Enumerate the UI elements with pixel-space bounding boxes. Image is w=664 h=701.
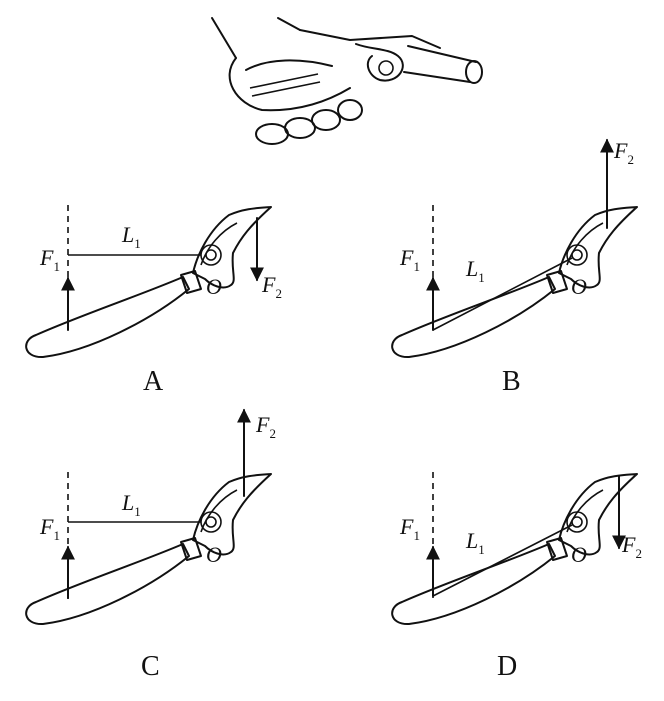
option-d-shears — [391, 473, 638, 626]
option-c-l1-label: L1 — [121, 490, 141, 519]
option-a-pivot-label: O — [206, 274, 222, 299]
option-c-f2-label: F2 — [255, 412, 276, 441]
option-d-diagram: F1 L1 O F2 D — [391, 472, 642, 682]
option-a-f1-label: F1 — [39, 245, 60, 274]
option-b-shears — [391, 206, 638, 359]
option-b-diagram: F1 L1 O F2 B — [391, 138, 638, 397]
hand-holding-shears-illustration — [211, 17, 483, 145]
option-c-shears — [25, 473, 272, 626]
option-a-f2-label: F2 — [261, 272, 282, 301]
option-b-f1-label: F1 — [399, 245, 420, 274]
option-b-l1-arm — [432, 257, 573, 331]
option-d-f1-label: F1 — [399, 514, 420, 543]
option-c-caption: C — [141, 651, 160, 682]
option-d-pivot-label: O — [571, 542, 587, 567]
option-a-caption: A — [143, 366, 164, 397]
option-c-diagram: F1 L1 O F2 C — [25, 408, 276, 682]
option-a-shears — [25, 206, 272, 359]
option-d-caption: D — [497, 651, 517, 682]
option-d-l1-label: L1 — [465, 528, 485, 557]
option-b-l1-label: L1 — [465, 256, 485, 285]
option-b-caption: B — [502, 366, 521, 397]
option-b-f2-label: F2 — [613, 138, 634, 167]
option-c-f1-label: F1 — [39, 514, 60, 543]
option-a-diagram: F1 L1 O F2 A — [25, 205, 282, 397]
option-c-pivot-label: O — [206, 542, 222, 567]
option-b-pivot-label: O — [571, 274, 587, 299]
option-d-f2-label: F2 — [621, 532, 642, 561]
option-a-l1-label: L1 — [121, 222, 141, 251]
option-d-l1-arm — [432, 524, 573, 597]
